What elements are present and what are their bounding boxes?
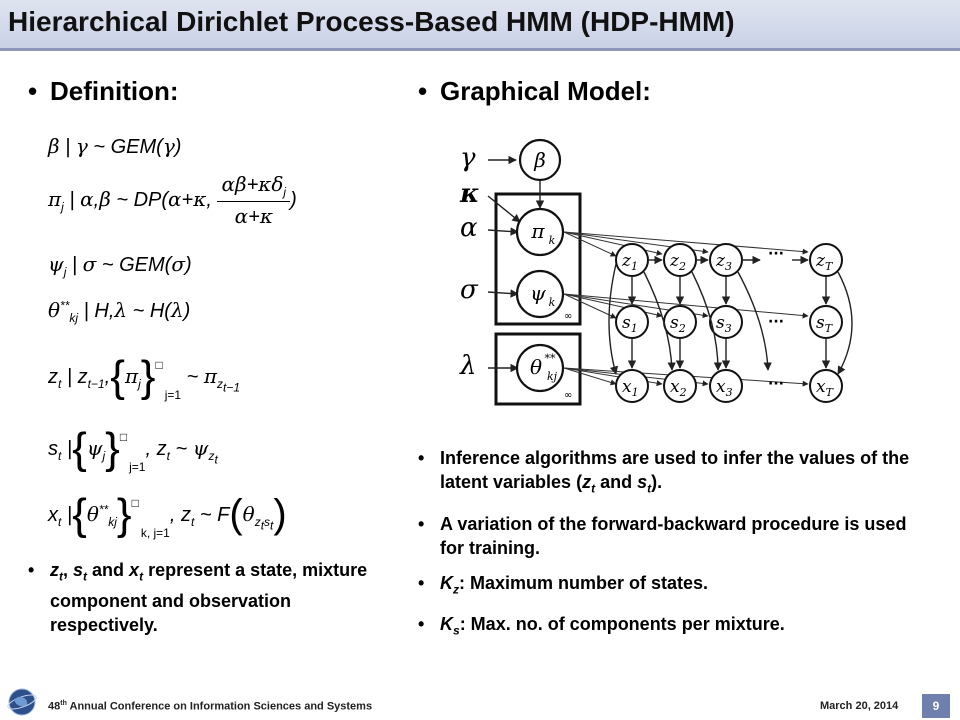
title-bar: Hierarchical Dirichlet Process-Based HMM… — [0, 0, 960, 48]
node-pi — [515, 207, 565, 257]
hyper-sigma: σ — [460, 275, 479, 305]
node-x2 — [663, 369, 697, 403]
definition-heading-text: Definition: — [50, 76, 179, 106]
node-z3-label: z3 — [715, 251, 732, 273]
right-bullet-inference: Inference algorithms are used to infer t… — [418, 446, 918, 501]
graphical-model-diagram: γ κ α σ λ ∞ ∞ β π k ψ k θ ** kj — [459, 138, 853, 406]
left-bullet-item: zt, st and xt represent a state, mixture… — [28, 558, 388, 637]
slide-title: Hierarchical Dirichlet Process-Based HMM… — [8, 6, 735, 37]
node-pi-label: π — [530, 219, 545, 243]
node-x1 — [615, 369, 649, 403]
equation-z: zt | zt−1,{πj}□j=1 ~ πzt−1 — [48, 352, 241, 402]
right-bullet-ks: Ks: Max. no. of components per mixture. — [418, 612, 918, 643]
node-xT — [809, 369, 843, 403]
node-z2-label: z2 — [669, 251, 686, 273]
left-bullet-list: zt, st and xt represent a state, mixture… — [0, 558, 388, 648]
plate-label-2: ∞ — [564, 390, 572, 401]
ellipsis-x: ··· — [768, 376, 784, 392]
equation-beta: β | γ ~ GEM(γ) — [48, 134, 182, 158]
node-pi-sub: k — [549, 234, 556, 247]
node-x3-label: x3 — [716, 377, 733, 399]
node-theta-sup: ** — [545, 352, 557, 365]
node-theta-label: θ — [530, 355, 542, 379]
node-psi-label: ψ — [530, 281, 546, 305]
title-divider — [0, 48, 960, 51]
plate-label-1: ∞ — [564, 311, 572, 322]
node-beta-label: β — [533, 148, 546, 172]
node-s3-label: s3 — [716, 313, 732, 335]
hyper-gamma: γ — [460, 143, 476, 173]
node-psi — [515, 269, 565, 319]
node-x3 — [709, 369, 743, 403]
graphical-model-heading: •Graphical Model: — [418, 76, 651, 106]
equation-theta: θ**kj | H,λ ~ H(λ) — [48, 298, 191, 325]
node-x2-label: x2 — [670, 377, 687, 399]
node-x1-label: x1 — [622, 377, 639, 399]
node-s2-label: s2 — [670, 313, 686, 335]
equation-x: xt |{θ**kj}□k, j=1, zt ~ F(θztst) — [48, 490, 287, 540]
ellipsis-s: ··· — [768, 314, 784, 330]
node-theta — [515, 343, 565, 393]
node-s1-label: s1 — [622, 313, 638, 335]
footer-date: March 20, 2014 — [820, 700, 899, 712]
conference-logo-icon — [7, 688, 37, 716]
ellipsis-z: ··· — [768, 246, 784, 262]
node-theta-sub: kj — [547, 370, 558, 383]
plate-pi-psi — [494, 192, 582, 326]
page-number: 9 — [922, 694, 950, 718]
hyper-alpha: α — [460, 213, 478, 243]
node-sT-label: sT — [816, 313, 834, 335]
right-bullet-kz: Kz: Maximum number of states. — [418, 571, 918, 602]
node-psi-sub: k — [549, 296, 556, 309]
footer: 48th Annual Conference on Information Sc… — [0, 694, 960, 720]
node-z1-label: z1 — [621, 251, 638, 273]
equation-s: st |{ψj}□j=1, zt ~ ψzt — [48, 424, 218, 474]
equation-psi: ψj | σ ~ GEM(σ) — [48, 252, 192, 279]
right-bullet-forward-backward: A variation of the forward-backward proc… — [418, 512, 918, 560]
right-bullet-list: Inference algorithms are used to infer t… — [0, 446, 918, 654]
footer-conference: 48th Annual Conference on Information Sc… — [48, 700, 373, 713]
node-xT-label: xT — [816, 377, 835, 399]
node-zT-label: zT — [815, 251, 834, 273]
hyper-lambda: λ — [459, 351, 476, 381]
definition-heading: •Definition: — [28, 76, 179, 106]
hyper-kappa: κ — [459, 179, 480, 209]
node-beta — [518, 138, 562, 182]
graphical-model-heading-text: Graphical Model: — [440, 76, 651, 106]
